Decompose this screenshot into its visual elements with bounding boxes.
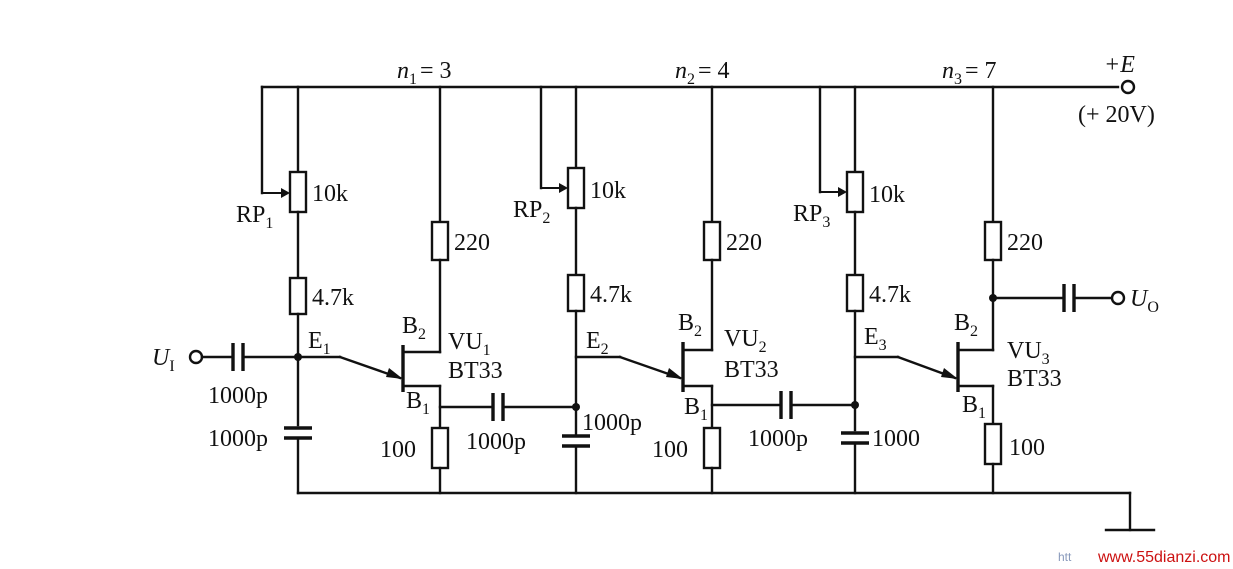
input-terminal[interactable] (188, 349, 204, 365)
rp3-resistor (845, 170, 865, 214)
c-timing-3-label: 1000 (872, 426, 920, 452)
e1-label: E1 (308, 328, 331, 358)
r-220-3-label: 220 (1007, 230, 1043, 256)
r-4k7-2-label: 4.7k (590, 282, 632, 308)
rp1-label: RP1 (236, 202, 273, 232)
vu2-label: VU2 (724, 326, 767, 356)
ujt2-b2-label: B2 (678, 310, 702, 340)
r-220-1 (430, 220, 450, 262)
r-220-2-label: 220 (726, 230, 762, 256)
r-100-1-label: 100 (380, 437, 416, 463)
r-220-1-label: 220 (454, 230, 490, 256)
rp1-value: 10k (312, 181, 348, 207)
r-4k7-3 (845, 273, 865, 313)
supply-terminal[interactable] (1120, 79, 1136, 95)
vu1-label: VU1 (448, 329, 491, 359)
rp3-wiper-arrow (838, 187, 847, 197)
rp3-value: 10k (869, 182, 905, 208)
ujt1-b2-label: B2 (402, 313, 426, 343)
n2-label: n2= 4 (675, 58, 730, 88)
rp2-wiper-arrow (559, 183, 568, 193)
rp2-label: RP2 (513, 197, 550, 227)
r-4k7-1 (288, 276, 308, 316)
e3-junction-couple (851, 401, 859, 409)
e2-junction-couple (572, 403, 580, 411)
rp2-resistor (566, 166, 586, 210)
output-label: UO (1130, 286, 1159, 316)
e3-label: E3 (864, 324, 887, 354)
r-220-3 (983, 220, 1003, 262)
r-4k7-3-label: 4.7k (869, 282, 911, 308)
r-100-1 (430, 426, 450, 470)
ujt2-part-label: BT33 (724, 357, 779, 383)
ujt3-emitter-arrow (941, 368, 958, 379)
supply-voltage: (+ 20V) (1078, 102, 1155, 128)
vu3-label: VU3 (1007, 338, 1050, 368)
stage-1 (260, 85, 578, 495)
ujt1-part-label: BT33 (448, 358, 503, 384)
c-timing-2-label: 1000p (582, 410, 642, 436)
rp3-label: RP3 (793, 201, 830, 231)
input-label: UI (152, 345, 175, 375)
ujt3-part-label: BT33 (1007, 366, 1062, 392)
c-timing-1-label: 1000p (208, 426, 268, 452)
stage-3 (818, 85, 1126, 495)
e2-label: E2 (586, 328, 609, 358)
r-220-2 (702, 220, 722, 262)
r-100-3-label: 100 (1009, 435, 1045, 461)
r-4k7-1-label: 4.7k (312, 285, 354, 311)
ujt3-b1-label: B1 (962, 392, 986, 422)
watermark-site[interactable]: www.55dianzi.com (1097, 549, 1231, 566)
rp1-wiper-arrow (281, 188, 290, 198)
r-100-2 (702, 426, 722, 470)
ujt1-b1-label: B1 (406, 388, 430, 418)
c-couple-1-label: 1000p (466, 429, 526, 455)
rp1-resistor (288, 170, 308, 214)
c-in-label: 1000p (208, 383, 268, 409)
rp2-value: 10k (590, 178, 626, 204)
supply-label: +E (1104, 52, 1135, 78)
r-4k7-2 (566, 273, 586, 313)
r-100-2-label: 100 (652, 437, 688, 463)
n3-label: n3= 7 (942, 58, 997, 88)
n1-label: n1= 3 (397, 58, 452, 88)
stage-2 (539, 85, 857, 495)
watermark-prefix: htt (1058, 550, 1072, 564)
output-terminal[interactable] (1110, 290, 1126, 306)
r-100-3 (983, 422, 1003, 466)
ujt2-emitter-arrow (666, 368, 683, 379)
c-couple-2-label: 1000p (748, 426, 808, 452)
ujt1-emitter-arrow (386, 368, 403, 379)
ujt3-b2-label: B2 (954, 310, 978, 340)
ujt2-b1-label: B1 (684, 394, 708, 424)
